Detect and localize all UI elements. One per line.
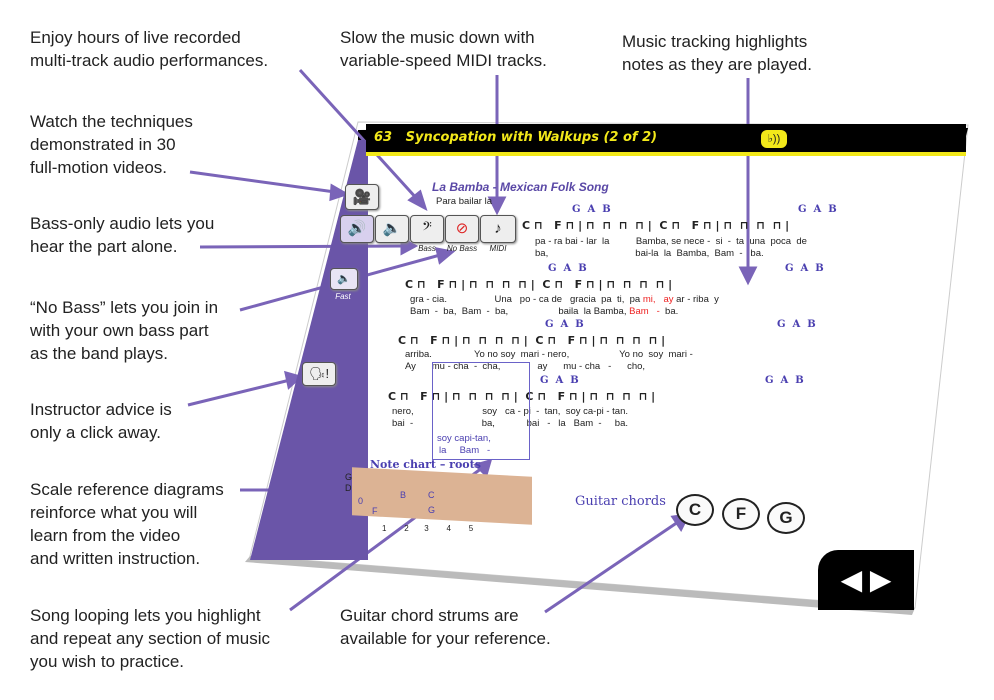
fast-label: Fast — [335, 292, 351, 301]
highlighted-lyric: Bam - — [629, 306, 660, 317]
callout-live-audio: Enjoy hours of live recorded multi-track… — [30, 28, 269, 70]
video-button[interactable]: 🎥 — [345, 184, 379, 210]
chord-c-button[interactable]: C — [676, 494, 714, 526]
speaker-icon: 🔈 — [382, 220, 402, 237]
music-note-icon: ♪ — [494, 220, 502, 237]
page-navigation: ◀ ▶ — [818, 550, 914, 610]
callout-bass-only: Bass-only audio lets you hear the part a… — [30, 214, 215, 256]
notation-row-2: C ⊓ F ⊓ | ⊓ ⊓ ⊓ ⊓ | C ⊓ F ⊓ | ⊓ ⊓ ⊓ ⊓ | — [405, 278, 673, 291]
purple-sidebar — [250, 140, 368, 560]
lesson-header: 63 Syncopation with Walkups (2 of 2) ♭)) — [366, 124, 966, 156]
walkup-marks-8: G A B — [765, 375, 804, 386]
fret-numbers: 1 2 3 4 5 — [382, 524, 474, 533]
note-f: F — [372, 506, 378, 516]
notation-row-3: C ⊓ F ⊓ | ⊓ ⊓ ⊓ ⊓ | C ⊓ F ⊓ | ⊓ ⊓ ⊓ ⊓ | — [398, 334, 666, 347]
audio-muted-button[interactable]: 🔈 — [375, 215, 409, 243]
lyric-line: Ay mu - cha - cha, ay mu - cha - cho, — [405, 361, 646, 372]
instructor-button[interactable]: 🗣! — [302, 362, 336, 386]
lyric-line: pa - ra bai - lar la Bamba, se nece - si… — [535, 236, 807, 247]
bass-label: Bass — [418, 244, 436, 253]
loop-selection[interactable]: soy capi-tan, la Bam - — [432, 362, 530, 460]
no-bass-clef-icon: ⊘ — [455, 220, 469, 237]
midi-label: MIDI — [489, 244, 507, 253]
callout-videos: Watch the techniques demonstrated in 30 … — [30, 112, 193, 177]
lyric-line: gra - cia. Una po - ca de gracia pa ti, … — [410, 294, 719, 305]
bass-only-button[interactable]: 𝄢 — [410, 215, 444, 243]
no-bass-button[interactable]: ⊘ — [445, 215, 479, 243]
walkup-marks-2: G A B — [798, 204, 837, 215]
film-camera-icon: 🎥 — [352, 189, 372, 206]
callout-instructor: Instructor advice is only a click away. — [30, 400, 172, 442]
previous-page-button[interactable]: ◀ — [840, 564, 863, 595]
loop-lyric: soy capi-tan, — [437, 433, 491, 444]
page-shadow — [245, 556, 915, 615]
chord-g-button[interactable]: G — [767, 502, 805, 534]
walkup-marks-1: G A B — [572, 204, 611, 215]
intro-lyric: Para bailar la — [436, 196, 492, 207]
lyric-line: Bam - ba, Bam - ba, baila la Bamba, Bam … — [410, 306, 679, 317]
walkup-marks-7: G A B — [540, 375, 579, 386]
note-chart-title: Note chart – roots — [370, 458, 481, 471]
speaker-icon: 🔊 — [347, 220, 367, 237]
walkup-marks-5: G A B — [545, 319, 584, 330]
callout-looping: Song looping lets you highlight and repe… — [30, 606, 271, 671]
no-bass-label: No Bass — [446, 244, 478, 253]
lesson-title: 63 Syncopation with Walkups (2 of 2) — [374, 130, 658, 145]
fretboard-diagram — [352, 467, 532, 525]
song-title: La Bamba - Mexican Folk Song — [432, 180, 609, 194]
callout-strums: Guitar chord strums are available for yo… — [340, 606, 551, 648]
next-page-button[interactable]: ▶ — [869, 564, 892, 595]
lyric-line: bai - ba, bai - la Bam - ba. — [392, 418, 628, 429]
callout-arrows — [187, 68, 758, 614]
speaker-icon: 🔈 — [337, 273, 351, 285]
callout-tracking: Music tracking highlights notes as they … — [622, 32, 812, 74]
walkup-marks-4: G A B — [785, 263, 824, 274]
open-note: 0 — [358, 496, 364, 506]
midi-button[interactable]: ♪ — [480, 215, 516, 243]
walkup-marks-6: G A B — [777, 319, 816, 330]
tempo-button[interactable]: 🔈 — [330, 268, 358, 290]
guitar-chords-label: Guitar chords — [575, 494, 666, 509]
ear-icon[interactable]: ♭)) — [761, 130, 787, 148]
bass-clef-icon: 𝄢 — [422, 220, 432, 237]
lyric-line: arriba. Yo no soy mari - nero, Yo no soy… — [405, 349, 693, 360]
lyric-line: nero, soy ca - pi - tan, soy ca-pi - tan… — [392, 406, 628, 417]
callout-midi: Slow the music down with variable-speed … — [340, 28, 547, 70]
instructor-advice-icon: 🗣! — [308, 366, 330, 381]
callout-scale: Scale reference diagrams reinforce what … — [30, 480, 224, 568]
note-g: G — [428, 505, 436, 515]
notation-row-1: C ⊓ F ⊓ | ⊓ ⊓ ⊓ ⊓ | C ⊓ F ⊓ | ⊓ ⊓ ⊓ ⊓ | — [522, 219, 790, 232]
walkup-marks-3: G A B — [548, 263, 587, 274]
note-b: B — [400, 490, 407, 500]
highlighted-lyric: mi, ay — [642, 294, 674, 305]
chord-f-button[interactable]: F — [722, 498, 760, 530]
callout-no-bass: “No Bass” lets you join in with your own… — [30, 298, 219, 363]
lyric-line: ba, bai-la la Bamba, Bam - ba. — [535, 248, 764, 259]
note-c: C — [428, 490, 435, 500]
full-audio-button[interactable]: 🔊 — [340, 215, 374, 243]
loop-lyric: la Bam - — [439, 445, 491, 456]
